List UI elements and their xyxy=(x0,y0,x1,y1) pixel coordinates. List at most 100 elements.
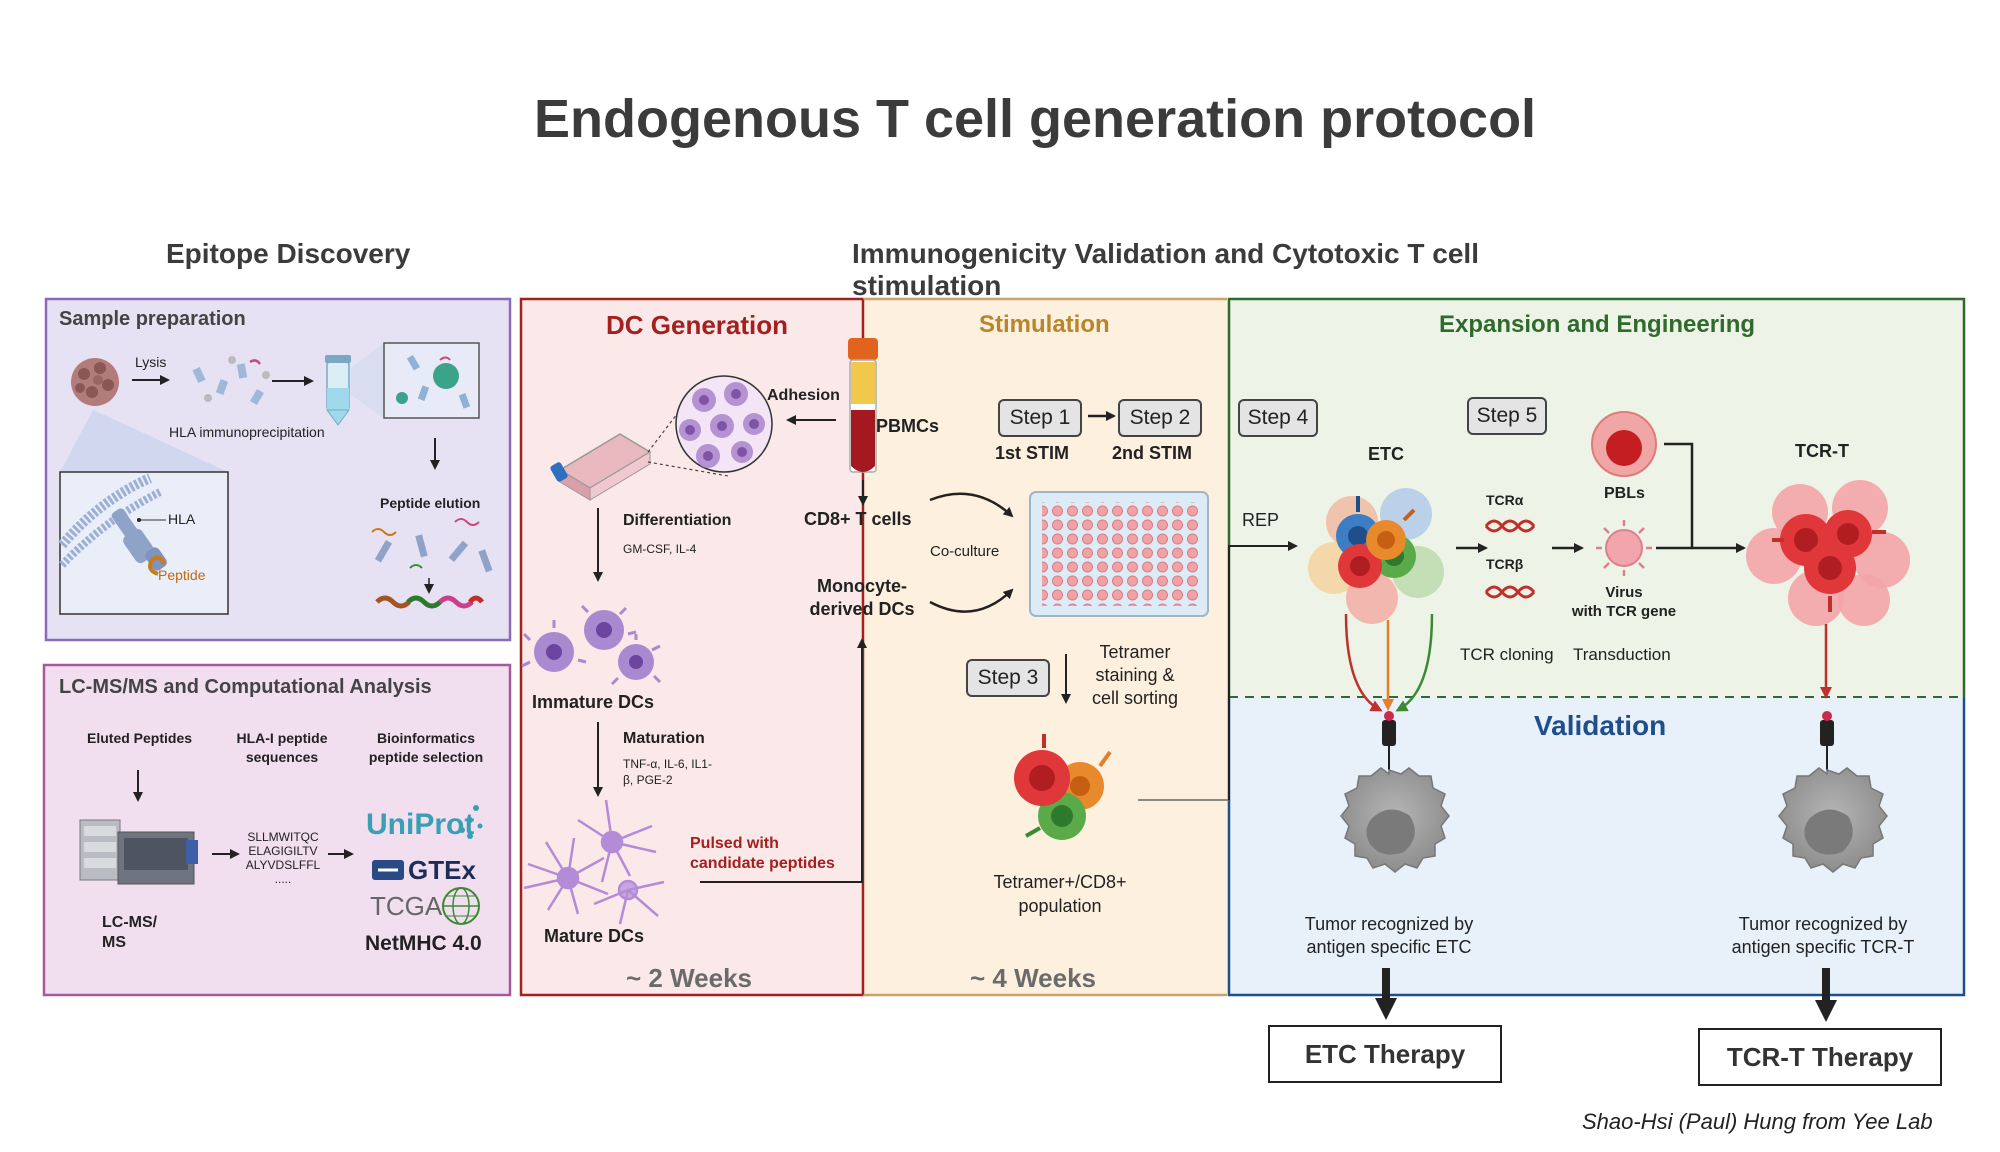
cd8-t-cells-label: CD8+ T cells xyxy=(804,509,912,529)
maturation-factors-line1: TNF-α, IL-6, IL1- xyxy=(623,757,712,771)
pulsed-label-line1: Pulsed with xyxy=(690,835,779,852)
pulsed-label-line2: candidate peptides xyxy=(690,855,835,872)
peptide-elution-label: Peptide elution xyxy=(380,495,481,511)
section-epitope-discovery: Epitope Discovery xyxy=(166,238,411,269)
tube-icon xyxy=(325,355,351,426)
pbls-label: PBLs xyxy=(1604,485,1645,502)
tcrt-recognition-line1: Tumor recognized by xyxy=(1738,914,1908,934)
immature-dc-icon xyxy=(521,604,662,686)
tumor-cell-tcrt-icon xyxy=(1778,711,1888,873)
pbmcs-label: PBMCs xyxy=(876,416,940,436)
tetramer-label-line3: cell sorting xyxy=(1091,688,1179,708)
expansion-title: Expansion and Engineering xyxy=(1439,311,1756,338)
peptide-elution-icon xyxy=(371,518,493,609)
population-label-line1: Tetramer+/CD8+ xyxy=(993,872,1127,892)
adhesion-label: Adhesion xyxy=(767,387,840,404)
mo-dc-label-line1: Monocyte- xyxy=(817,576,907,596)
eluted-peptides-label: Eluted Peptides xyxy=(87,730,193,746)
mo-dc-label-line2: derived DCs xyxy=(809,599,915,619)
sequence-item: ELAGIGILTV xyxy=(248,844,318,858)
tcr-alpha-label: TCRα xyxy=(1486,492,1524,508)
dc-generation-title: DC Generation xyxy=(606,310,789,340)
maturation-factors-line2: β, PGE-2 xyxy=(623,773,673,787)
netmhc-label: NetMHC 4.0 xyxy=(365,932,482,955)
tcga-logo-icon xyxy=(442,887,480,925)
tumor-tissue-icon xyxy=(71,358,119,406)
rep-label: REP xyxy=(1242,510,1280,530)
bioinformatics-label-line1: Bioinformatics xyxy=(376,730,475,746)
gtex-logo-icon xyxy=(372,860,404,880)
validation-title: Validation xyxy=(1534,710,1667,741)
differentiation-label: Differentiation xyxy=(623,512,732,529)
maturation-label: Maturation xyxy=(623,730,705,747)
etc-label: ETC xyxy=(1368,444,1404,464)
pbl-cell-icon xyxy=(1591,411,1657,477)
differentiation-factors: GM-CSF, IL-4 xyxy=(623,542,697,556)
bioinformatics-label-line2: peptide selection xyxy=(368,749,484,765)
etc-cluster-icon xyxy=(1308,488,1444,624)
lcms-instrument-label-line1: LC-MS/ xyxy=(102,914,158,931)
virus-label-line2: with TCR gene xyxy=(1571,603,1677,620)
hla-complexes-icon xyxy=(192,356,270,406)
tcr-beta-label: TCRβ xyxy=(1486,556,1524,572)
membrane-icon xyxy=(58,473,167,576)
lysis-label: Lysis xyxy=(135,354,167,370)
transduction-label: Transduction xyxy=(1573,645,1671,664)
step-1-badge: Step 1 xyxy=(998,399,1082,437)
tcr-gene-icon xyxy=(1484,519,1536,599)
tetramer-label-line1: Tetramer xyxy=(1099,642,1171,662)
tumor-cell-etc-icon xyxy=(1340,711,1450,873)
tetramer-cells-icon xyxy=(1014,734,1112,840)
sequence-list: SLLMWITQC ELAGIGILTV ALYVDSLFFL ..... xyxy=(238,830,328,886)
peptide-label: Peptide xyxy=(158,567,206,583)
tcrt-therapy-box: TCR-T Therapy xyxy=(1698,1028,1942,1086)
section-immunogenicity: Immunogenicity Validation and Cytotoxic … xyxy=(852,238,1479,302)
culture-flask-icon xyxy=(550,433,652,501)
credit-line: Shao-Hsi (Paul) Hung from Yee Lab xyxy=(1582,1109,1933,1134)
tcr-t-cluster-icon xyxy=(1746,480,1910,626)
sample-prep-title: Sample preparation xyxy=(59,308,246,330)
step-3-badge: Step 3 xyxy=(966,659,1050,697)
step-5-badge: Step 5 xyxy=(1467,397,1547,435)
immature-dcs-label: Immature DCs xyxy=(532,692,655,712)
blood-tube-icon xyxy=(848,338,878,473)
tcr-cloning-label: TCR cloning xyxy=(1460,645,1554,664)
mass-spectrometer-icon xyxy=(79,819,198,885)
hla-label: HLA xyxy=(168,511,196,527)
step-2-badge: Step 2 xyxy=(1118,399,1202,437)
mature-dc-icon xyxy=(523,799,665,925)
dc-duration: ~ 2 Weeks xyxy=(626,963,753,993)
sequence-item: ..... xyxy=(274,872,292,886)
population-label-line2: population xyxy=(1018,896,1102,916)
gtex-logo: GTEx xyxy=(408,855,476,885)
stimulation-title: Stimulation xyxy=(979,311,1110,338)
hla-ip-label: HLA immunoprecipitation xyxy=(169,424,325,440)
tcr-t-label: TCR-T xyxy=(1795,441,1849,461)
step-4-badge: Step 4 xyxy=(1238,399,1318,437)
stimulation-duration: ~ 4 Weeks xyxy=(970,963,1097,993)
page-title: Endogenous T cell generation protocol xyxy=(534,89,1537,149)
tetramer-label-line2: staining & xyxy=(1095,665,1175,685)
hla1-label-line2: sequences xyxy=(245,749,319,765)
well-plate-icon xyxy=(1029,491,1209,617)
lcms-panel xyxy=(42,663,512,997)
etc-therapy-box: ETC Therapy xyxy=(1268,1025,1502,1083)
sequence-item: ALYVDSLFFL xyxy=(245,858,321,872)
lcms-instrument-label-line2: MS xyxy=(102,934,126,951)
etc-recognition-line1: Tumor recognized by xyxy=(1304,914,1474,934)
uniprot-logo: UniProt xyxy=(366,808,475,841)
tcga-logo: TCGA xyxy=(370,891,443,921)
virus-label-line1: Virus xyxy=(1605,584,1643,601)
step-2-subtitle: 2nd STIM xyxy=(1112,443,1192,463)
uniprot-logo-icon xyxy=(459,805,483,839)
lcms-title: LC-MS/MS and Computational Analysis xyxy=(59,676,432,698)
tcrt-recognition-line2: antigen specific TCR-T xyxy=(1731,937,1915,957)
step-1-subtitle: 1st STIM xyxy=(995,443,1070,463)
etc-recognition-line2: antigen specific ETC xyxy=(1306,937,1472,957)
mature-dcs-label: Mature DCs xyxy=(544,926,645,946)
virus-icon xyxy=(1596,520,1652,576)
hla1-label-line1: HLA-I peptide xyxy=(236,730,328,746)
sequence-item: SLLMWITQC xyxy=(247,830,319,844)
co-culture-label: Co-culture xyxy=(930,543,1000,560)
